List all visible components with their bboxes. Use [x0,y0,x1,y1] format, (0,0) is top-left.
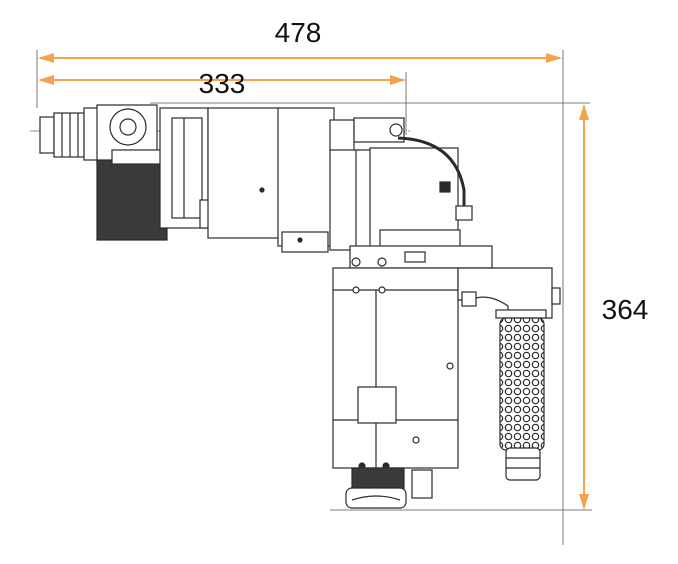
extension-lines [36,50,592,545]
dimension-478: 478 [38,17,562,63]
spindle [345,467,433,509]
grip-handle [495,309,547,481]
machine-drawing [39,104,561,509]
dimension-333: 333 [38,68,406,99]
lower-body [332,257,459,470]
motor-block [96,159,168,241]
side-box [369,136,473,249]
dimension-label-333: 333 [199,68,246,99]
dimension-364: 364 [579,104,648,510]
dimension-label-478: 478 [275,17,322,48]
dimension-label-364: 364 [602,294,649,325]
